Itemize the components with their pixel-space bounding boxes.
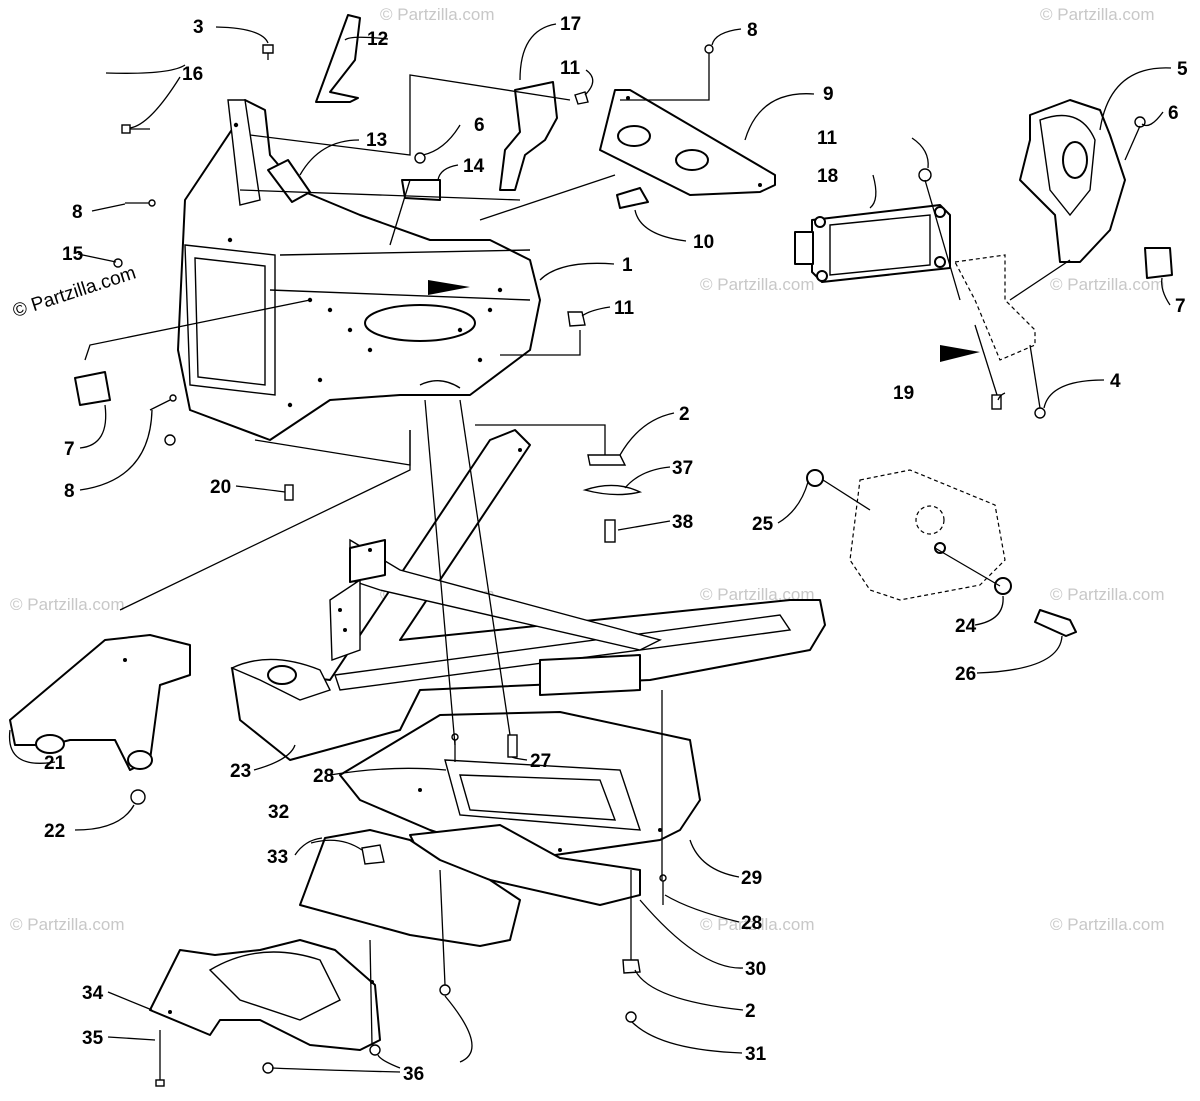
callout-11: 11 [614, 298, 635, 319]
callout-9: 9 [823, 84, 834, 105]
callout-35: 35 [82, 1028, 104, 1049]
callout-11: 11 [560, 58, 581, 79]
part-5-housing [1019, 99, 1126, 263]
callout-5: 5 [1177, 59, 1188, 80]
callout-20: 20 [210, 477, 231, 498]
part-10-bracket [616, 187, 649, 209]
callout-8: 8 [747, 20, 758, 41]
watermark-prominent: © Partzilla.com [10, 263, 138, 323]
callout-labels: 3 12 16 13 6 14 17 11 8 9 10 11 18 5 6 7… [44, 14, 1188, 1085]
callout-23: 23 [230, 761, 251, 782]
part-34-bracket [149, 939, 381, 1051]
ghost-frame-section [849, 469, 1006, 601]
part-17-duct [499, 81, 558, 191]
callout-8: 8 [64, 481, 75, 502]
callout-37: 37 [672, 458, 693, 479]
callout-28: 28 [313, 766, 334, 787]
callout-27: 27 [530, 751, 551, 772]
leader-lines [8, 23, 1172, 1073]
callout-38: 38 [672, 512, 693, 533]
callout-6: 6 [474, 115, 485, 136]
callout-29: 29 [741, 868, 762, 889]
watermark-text: © Partzilla.com [1050, 275, 1165, 294]
callout-13: 13 [366, 130, 387, 151]
callout-7: 7 [64, 439, 75, 460]
part-18-control-module [794, 204, 951, 283]
callout-16: 16 [182, 64, 203, 85]
part-1-front-frame [177, 99, 541, 441]
watermark-text: © Partzilla.com [700, 275, 815, 294]
callout-30: 30 [745, 959, 766, 980]
ghost-bracket-right [954, 254, 1036, 361]
callout-8: 8 [72, 202, 83, 223]
callout-22: 22 [44, 821, 65, 842]
callout-3: 3 [193, 17, 204, 38]
watermark-text: © Partzilla.com [10, 595, 125, 614]
part-9-top-plate [599, 89, 776, 196]
callout-28: 28 [741, 913, 762, 934]
part-12-deflector [315, 14, 361, 103]
callout-36: 36 [403, 1064, 424, 1085]
watermark-text: © Partzilla.com [1050, 915, 1165, 934]
callout-24: 24 [955, 616, 977, 637]
watermark-text: © Partzilla.com [700, 585, 815, 604]
callout-34: 34 [82, 983, 104, 1004]
callout-2: 2 [679, 404, 690, 425]
callout-32: 32 [268, 802, 289, 823]
callout-7: 7 [1175, 296, 1186, 317]
callout-26: 26 [955, 664, 976, 685]
callout-17: 17 [560, 14, 581, 35]
callout-6: 6 [1168, 103, 1179, 124]
part-21-mount-bracket [9, 634, 191, 771]
callout-31: 31 [745, 1044, 767, 1065]
callout-14: 14 [463, 156, 485, 177]
watermark-text: © Partzilla.com [1040, 5, 1155, 24]
callout-12: 12 [367, 29, 388, 50]
callout-21: 21 [44, 753, 66, 774]
part-33-splash-guard [299, 829, 521, 947]
callout-25: 25 [752, 514, 774, 535]
part-14-clip [401, 179, 441, 201]
callout-4: 4 [1110, 371, 1121, 392]
callout-19: 19 [893, 383, 914, 404]
callout-11: 11 [817, 128, 838, 149]
part-29-skid-plate [339, 711, 701, 861]
callout-33: 33 [267, 847, 288, 868]
callout-2: 2 [745, 1001, 756, 1022]
callout-1: 1 [622, 255, 633, 276]
callout-10: 10 [693, 232, 714, 253]
watermark-text: © Partzilla.com [1050, 585, 1165, 604]
callout-18: 18 [817, 166, 838, 187]
watermark-text: © Partzilla.com [10, 915, 125, 934]
watermark-text: © Partzilla.com [380, 5, 495, 24]
callout-15: 15 [62, 244, 84, 265]
